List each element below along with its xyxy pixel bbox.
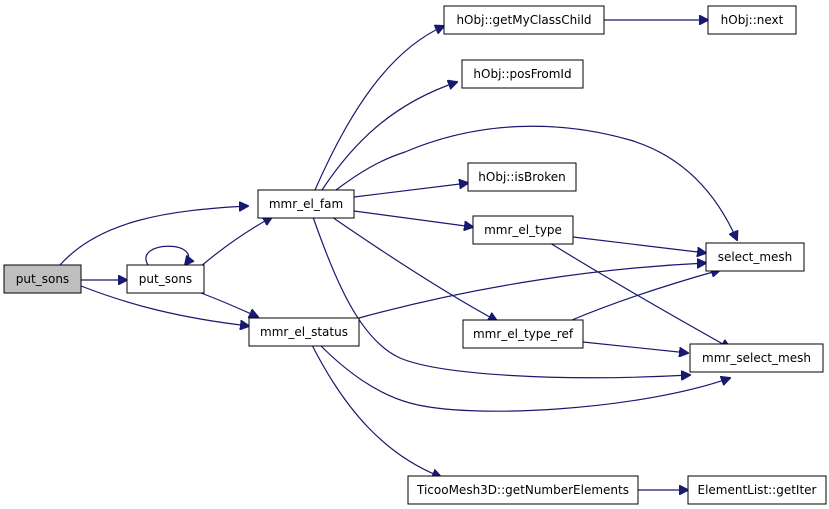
edge-put_sons_root-mmr_el_status	[80, 285, 249, 326]
node-put_sons-root[interactable]: put_sons	[3, 264, 82, 294]
edge-mmr_el_type_ref-select_mesh	[571, 270, 720, 321]
edge-put_sons-put_sons	[145, 245, 189, 265]
edge-mmr_el_fam-getMyClassChild	[314, 26, 444, 191]
node-label: mmr_select_mesh	[702, 351, 811, 365]
node-label: mmr_el_type	[484, 223, 562, 237]
node-mmr_el_type[interactable]: mmr_el_type	[472, 215, 574, 245]
node-label: mmr_el_type_ref	[473, 327, 574, 341]
node-put_sons[interactable]: put_sons	[126, 264, 205, 294]
node-label: put_sons	[139, 272, 192, 286]
edges	[59, 20, 737, 490]
edge-mmr_el_type-select_mesh	[572, 236, 706, 253]
edge-mmr_el_fam-mmr_el_type_ref	[331, 216, 497, 321]
node-label: hObj::next	[721, 13, 784, 27]
edge-mmr_el_fam-mmr_select_mesh	[312, 216, 690, 378]
edge-put_sons-mmr_el_fam	[199, 217, 272, 268]
edge-mmr_el_fam-isBroken	[353, 183, 468, 198]
node-mmr_el_fam[interactable]: mmr_el_fam	[257, 189, 355, 219]
edge-mmr_el_type_ref-mmr_select_mesh	[582, 341, 688, 353]
node-label: hObj::isBroken	[478, 170, 565, 184]
node-label: ElementList::getIter	[697, 483, 816, 497]
node-mmr_select_mesh[interactable]: mmr_select_mesh	[689, 343, 824, 373]
node-label: mmr_el_status	[260, 325, 348, 339]
node-getNumberElements[interactable]: TicooMesh3D::getNumberElements	[407, 475, 639, 505]
edge-put_sons_root-mmr_el_fam	[59, 206, 248, 266]
node-label: hObj::getMyClassChild	[456, 13, 591, 27]
node-getIter[interactable]: ElementList::getIter	[687, 475, 827, 505]
node-label: select_mesh	[718, 250, 793, 264]
node-next[interactable]: hObj::next	[707, 5, 797, 35]
node-mmr_el_type_ref[interactable]: mmr_el_type_ref	[462, 319, 584, 349]
edge-mmr_el_status-getNumberElements	[311, 344, 441, 477]
node-label: put_sons	[16, 272, 69, 286]
edge-mmr_el_status-mmr_select_mesh	[319, 344, 730, 412]
edge-mmr_el_fam-posFromId	[321, 82, 457, 191]
node-label: mmr_el_fam	[269, 197, 343, 211]
node-getMyClassChild[interactable]: hObj::getMyClassChild	[443, 5, 605, 35]
edge-put_sons-mmr_el_status	[200, 292, 258, 317]
node-label: TicooMesh3D::getNumberElements	[416, 483, 629, 497]
node-label: hObj::posFromId	[473, 67, 571, 81]
node-isBroken[interactable]: hObj::isBroken	[467, 162, 577, 192]
edge-mmr_el_type-mmr_select_mesh	[549, 242, 730, 348]
node-select_mesh[interactable]: select_mesh	[705, 242, 805, 272]
node-mmr_el_status[interactable]: mmr_el_status	[248, 317, 360, 347]
edge-mmr_el_fam-mmr_el_type	[353, 210, 473, 227]
nodes: put_sons put_sons mmr_el_fam mmr_el_stat…	[3, 5, 827, 505]
node-posFromId[interactable]: hObj::posFromId	[461, 59, 584, 89]
edge-mmr_el_fam-select_mesh	[335, 125, 737, 240]
edge-mmr_el_status-select_mesh	[358, 263, 706, 319]
